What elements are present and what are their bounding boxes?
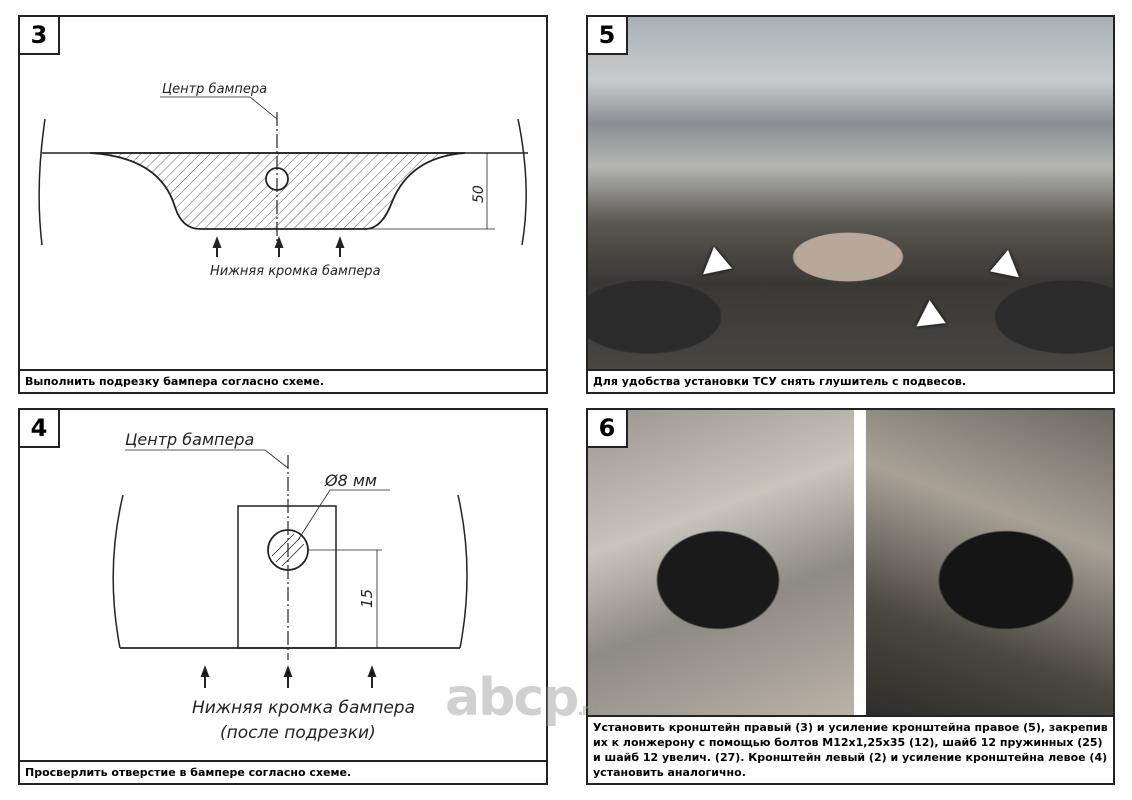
step-number: 6 — [588, 410, 628, 448]
photo-divider — [854, 410, 866, 728]
step-3-panel: 3 Центр бампера 50 Нижняя кромка бампера… — [18, 15, 548, 394]
dimension-50: 50 — [471, 185, 487, 203]
label-after-cut: (после подрезки) — [220, 723, 376, 743]
label-bumper-center: Центр бампера — [125, 430, 254, 449]
left-bracket-photo — [866, 410, 1113, 728]
step-4-panel: 4 Центр бампера Ø8 мм 15 Нижняя кромка б… — [18, 408, 548, 785]
step-number: 4 — [20, 410, 60, 448]
dimension-15: 15 — [358, 589, 376, 608]
label-bumper-center: Центр бампера — [162, 82, 267, 97]
edge-arrows — [212, 236, 345, 257]
bumper-cut-diagram: Центр бампера 50 Нижняя кромка бампера — [38, 82, 528, 279]
step-caption: Установить кронштейн правый (3) и усилен… — [588, 715, 1113, 783]
label-bottom-edge: Нижняя кромка бампера — [210, 264, 381, 279]
step-5-panel: 5 Для удобства установки ТСУ снять глуши… — [586, 15, 1115, 394]
step-number: 5 — [588, 17, 628, 55]
label-hole-diameter: Ø8 мм — [324, 471, 377, 490]
watermark-logo: abcp.ru — [445, 668, 599, 728]
drill-hole-diagram: Центр бампера Ø8 мм 15 Нижняя кромка бам… — [112, 430, 468, 743]
right-bracket-photo — [588, 410, 854, 728]
step-6-panel: 6 Установить кронштейн правый (3) и усил… — [586, 408, 1115, 785]
step-caption: Для удобства установки ТСУ снять глушите… — [588, 369, 1113, 392]
muffler-photo — [588, 17, 1113, 372]
label-bottom-edge: Нижняя кромка бампера — [192, 698, 415, 718]
step-caption: Просверлить отверстие в бампере согласно… — [20, 760, 546, 783]
step-number: 3 — [20, 17, 60, 55]
step-caption: Выполнить подрезку бампера согласно схем… — [20, 369, 546, 392]
